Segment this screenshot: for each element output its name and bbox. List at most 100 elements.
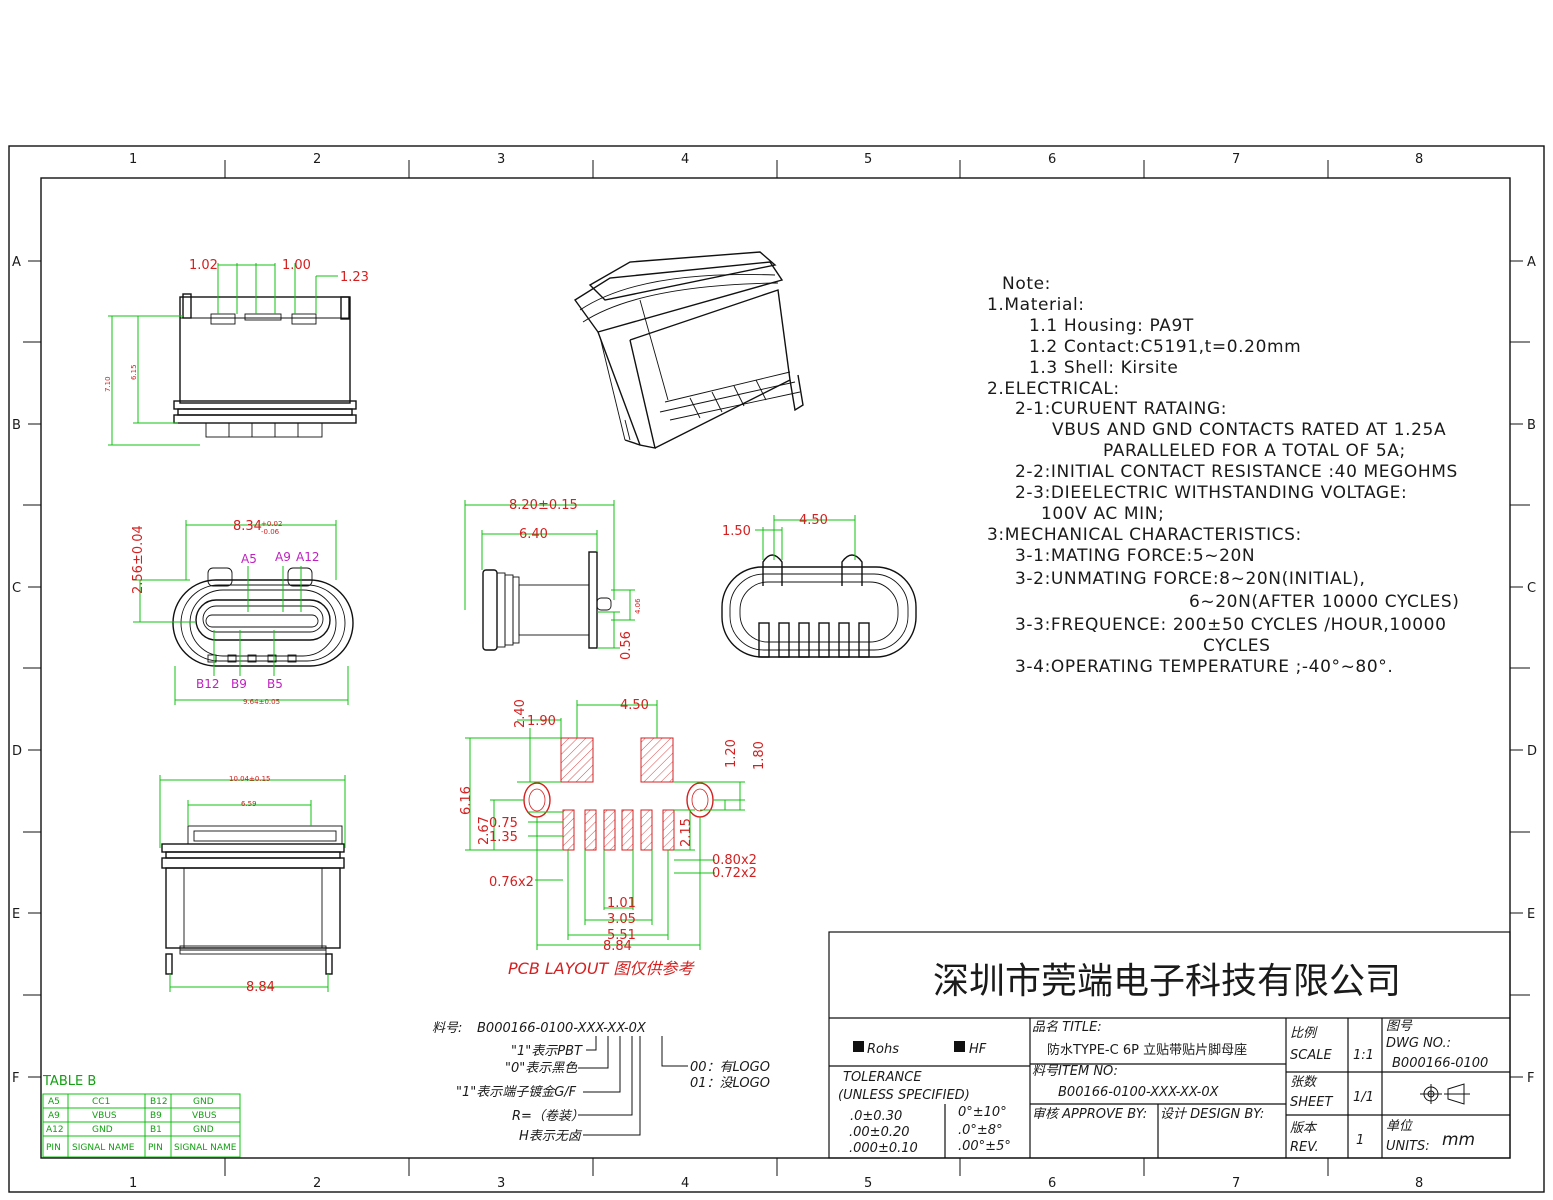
- dim-pcb-884: 8.84: [603, 939, 632, 954]
- dim-width-tol-minus: -0.06: [261, 528, 280, 536]
- pin-label: B9: [231, 677, 247, 691]
- part-code-option: "0"表示黑色: [505, 1061, 578, 1076]
- table-cell: CC1: [92, 1097, 110, 1107]
- table-cell: GND: [92, 1125, 113, 1135]
- dim-pcb-551: 5.51: [607, 928, 636, 943]
- pin-label: A12: [296, 550, 319, 564]
- rev-label: REV.: [1290, 1140, 1319, 1155]
- col-label-top: 8: [1415, 152, 1423, 167]
- note-line: 100V AC MIN;: [1041, 504, 1164, 524]
- dim-pcb-pitch: 4.50: [620, 698, 649, 713]
- row-label-left: E: [12, 907, 20, 922]
- row-label-right: B: [1527, 418, 1536, 433]
- angle-tolerance: 0°±10°: [958, 1105, 1007, 1120]
- approve-label: 审核 APPROVE BY:: [1032, 1106, 1147, 1122]
- pin-label: B12: [196, 677, 220, 691]
- pcb-caption: PCB LAYOUT 图仅供参考: [508, 959, 695, 978]
- front-view: 1.02 1.00 1.23 7.10 6.15: [104, 258, 369, 446]
- dim-height-total: 7.10: [104, 376, 112, 392]
- note-line: 3:MECHANICAL CHARACTERISTICS:: [987, 525, 1302, 545]
- title-value: 防水TYPE-C 6P 立贴带贴片脚母座: [1047, 1042, 1247, 1058]
- note-line: VBUS AND GND CONTACTS RATED AT 1.25A: [1052, 420, 1446, 440]
- dim-width-tol-plus: +0.02: [261, 520, 282, 528]
- col-label-top: 2: [313, 152, 321, 167]
- angle-tolerance: .0°±8°: [958, 1123, 1003, 1138]
- title-block: 深圳市莞端电子科技有限公司 Rohs HF 品名 TITLE: 防水TYPE-C…: [828, 931, 1511, 1159]
- hf-checkbox: [954, 1041, 965, 1052]
- dim-pcb-hole-2: 1.80: [752, 741, 767, 770]
- dim-pcb-305: 3.05: [607, 912, 636, 927]
- rohs-label: Rohs: [867, 1042, 899, 1057]
- table-b-title: TABLE B: [42, 1074, 96, 1089]
- part-code-option: "1"表示端子镀金G/F: [456, 1084, 577, 1100]
- hf-label: HF: [969, 1042, 987, 1057]
- table-cell: GND: [193, 1097, 214, 1107]
- scale-value: 1:1: [1353, 1048, 1374, 1063]
- table-cell: A5: [48, 1097, 60, 1107]
- dim-face-height: 2.56±0.04: [131, 525, 146, 594]
- table-cell: A12: [46, 1125, 64, 1135]
- table-cell: PIN: [148, 1143, 163, 1153]
- row-label-right: F: [1527, 1071, 1534, 1086]
- col-label-top: 7: [1232, 152, 1240, 167]
- part-code-label: 料号:: [432, 1021, 462, 1036]
- note-line: 6~20N(AFTER 10000 CYCLES): [1189, 592, 1460, 612]
- dim-width: 8.34: [233, 519, 262, 534]
- col-label-bottom: 3: [497, 1176, 505, 1191]
- company-name: 深圳市莞端电子科技有限公司: [933, 961, 1401, 1002]
- table-cell: SIGNAL NAME: [72, 1143, 135, 1153]
- table-cell: B9: [150, 1111, 162, 1121]
- table-cell: SIGNAL NAME: [174, 1143, 237, 1153]
- projection-symbol-icon: [1420, 1083, 1470, 1105]
- dim-back-pitch: 4.50: [799, 513, 828, 528]
- dim-pcb-215: 2.15: [679, 818, 694, 847]
- dwg-value: B000166-0100: [1392, 1056, 1488, 1071]
- note-line: 3-1:MATING FORCE:5~20N: [1015, 546, 1255, 566]
- dim-pin-pitch-1: 1.02: [189, 258, 218, 273]
- part-code-option: 00：有LOGO: [690, 1060, 770, 1075]
- note-line: 2-3:DIEELECTRIC WITHSTANDING VOLTAGE:: [1015, 483, 1407, 503]
- angle-tolerance: .00°±5°: [958, 1139, 1011, 1154]
- outer-frame: [8, 145, 1545, 1193]
- col-label-bottom: 8: [1415, 1176, 1423, 1191]
- dim-bottom-pins: 8.84: [246, 980, 275, 995]
- dim-side-thk: 0.56: [619, 631, 634, 660]
- rohs-checkbox: [853, 1041, 864, 1052]
- row-label-left: F: [12, 1071, 19, 1086]
- part-code-option: "1"表示PBT: [511, 1044, 583, 1059]
- row-label-left: D: [12, 744, 22, 759]
- note-line: 2.ELECTRICAL:: [987, 379, 1120, 399]
- sheet-label: SHEET: [1290, 1095, 1333, 1110]
- rev-label-cn: 版本: [1290, 1121, 1318, 1136]
- dim-height-body: 6.15: [130, 364, 138, 380]
- tolerance-value: .00±0.20: [849, 1125, 910, 1140]
- row-label-left: A: [12, 255, 21, 270]
- table-cell: A9: [48, 1111, 60, 1121]
- table-b: TABLE B A5 CC1 B12 GND A9 VBUS B9 VBUS A…: [42, 1074, 241, 1158]
- part-code-value: B000166-0100-XXX-XX-0X: [477, 1021, 647, 1036]
- table-cell: VBUS: [192, 1111, 217, 1121]
- col-label-bottom: 4: [681, 1176, 689, 1191]
- row-label-left: B: [12, 418, 21, 433]
- note-line: Note:: [1002, 274, 1051, 294]
- note-line: 1.2 Contact:C5191,t=0.20mm: [1029, 337, 1301, 357]
- notes-block: Note: 1.Material: 1.1 Housing: PA9T 1.2 …: [987, 274, 1460, 677]
- pin-label: B5: [267, 677, 283, 691]
- dim-bottom-inner: 6.59: [241, 800, 257, 808]
- pcb-layout: 4.50 2.40 1.90 1.20 1.80 6.16 0.75 1.35 …: [459, 698, 767, 978]
- face-view: 8.34 +0.02 -0.06 2.56±0.04 9.64±0.05 A5 …: [131, 519, 354, 706]
- table-cell: GND: [193, 1125, 214, 1135]
- col-label-bottom: 1: [129, 1176, 137, 1191]
- col-label-bottom: 2: [313, 1176, 321, 1191]
- dim-pcb-075: 0.75: [489, 816, 518, 831]
- col-label-bottom: 7: [1232, 1176, 1240, 1191]
- dim-back-lug: 1.50: [722, 524, 751, 539]
- dim-side-body: 6.40: [519, 527, 548, 542]
- table-cell: PIN: [46, 1143, 61, 1153]
- row-label-right: E: [1527, 907, 1535, 922]
- units-value: mm: [1442, 1130, 1475, 1150]
- item-label: 料号ITEM NO:: [1032, 1064, 1118, 1079]
- dim-pin-edge: 1.23: [340, 270, 369, 285]
- col-label-bottom: 5: [864, 1176, 872, 1191]
- note-line: 1.3 Shell: Kirsite: [1029, 358, 1178, 378]
